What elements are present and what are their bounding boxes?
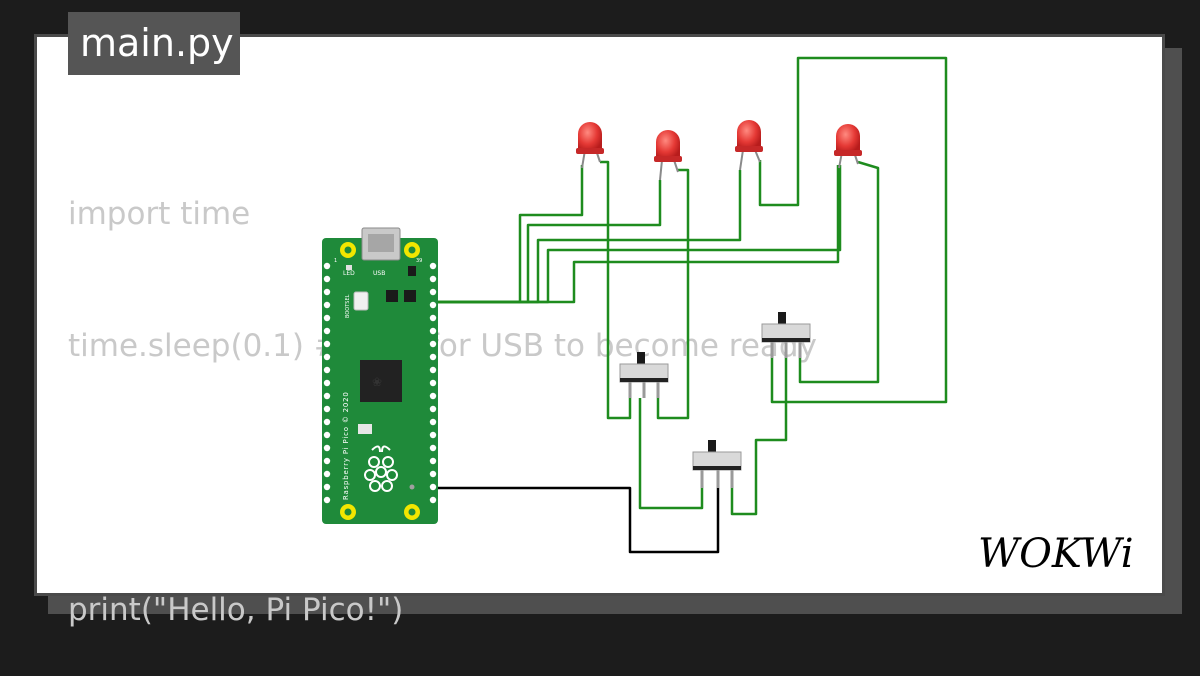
pin39-label: 39 (416, 258, 422, 264)
rp2040-chip (360, 360, 402, 402)
raspberry-pi-pico[interactable]: LED USB 1 39 BOOTSEL ❀ Raspberry Pi Pico… (322, 227, 438, 524)
circuit-diagram: LED USB 1 39 BOOTSEL ❀ Raspberry Pi Pico… (322, 56, 948, 554)
wire-sw1-sw3[interactable] (638, 398, 704, 510)
mounting-holes (340, 242, 420, 520)
svg-text:❀: ❀ (372, 375, 382, 389)
slide-switch-1[interactable] (619, 352, 669, 398)
wire-led-common[interactable] (430, 165, 840, 304)
wire-led4[interactable] (430, 165, 842, 304)
file-tab-label: main.py (80, 21, 234, 65)
led-3[interactable] (735, 120, 763, 171)
wire-sw2-sw3[interactable] (730, 358, 788, 516)
slide-switch-3[interactable] (692, 440, 742, 488)
wires (430, 56, 948, 554)
file-tab[interactable]: main.py (68, 12, 240, 75)
onboard-led (346, 265, 352, 270)
usb-label: USB (373, 270, 385, 277)
board-silkscreen: Raspberry Pi Pico © 2020 (342, 391, 350, 500)
wire-led1[interactable] (430, 165, 584, 304)
led-1[interactable] (576, 122, 604, 169)
wire-led4-sw2[interactable] (798, 160, 880, 384)
led-2[interactable] (654, 130, 682, 181)
wire-led2-sw1[interactable] (656, 168, 690, 420)
code-line: import time (68, 196, 251, 232)
wire-led3-sw2[interactable] (758, 56, 948, 404)
wire-ground[interactable] (430, 486, 720, 554)
pin1-label: 1 (334, 258, 337, 264)
raspberry-logo (364, 445, 398, 492)
wokwi-logo-text: WOKWi (978, 531, 1134, 577)
slide-switch-2[interactable] (761, 312, 811, 358)
wire-led1-sw1[interactable] (600, 160, 632, 420)
bootsel-label: BOOTSEL (345, 294, 351, 318)
led-label: LED (343, 270, 355, 277)
wire-led3[interactable] (430, 170, 742, 304)
wokwi-logo: WOKWi (978, 531, 1134, 577)
led-4[interactable] (834, 124, 862, 169)
bootsel-button[interactable] (353, 291, 369, 311)
code-line: print("Hello, Pi Pico!") (68, 592, 404, 628)
